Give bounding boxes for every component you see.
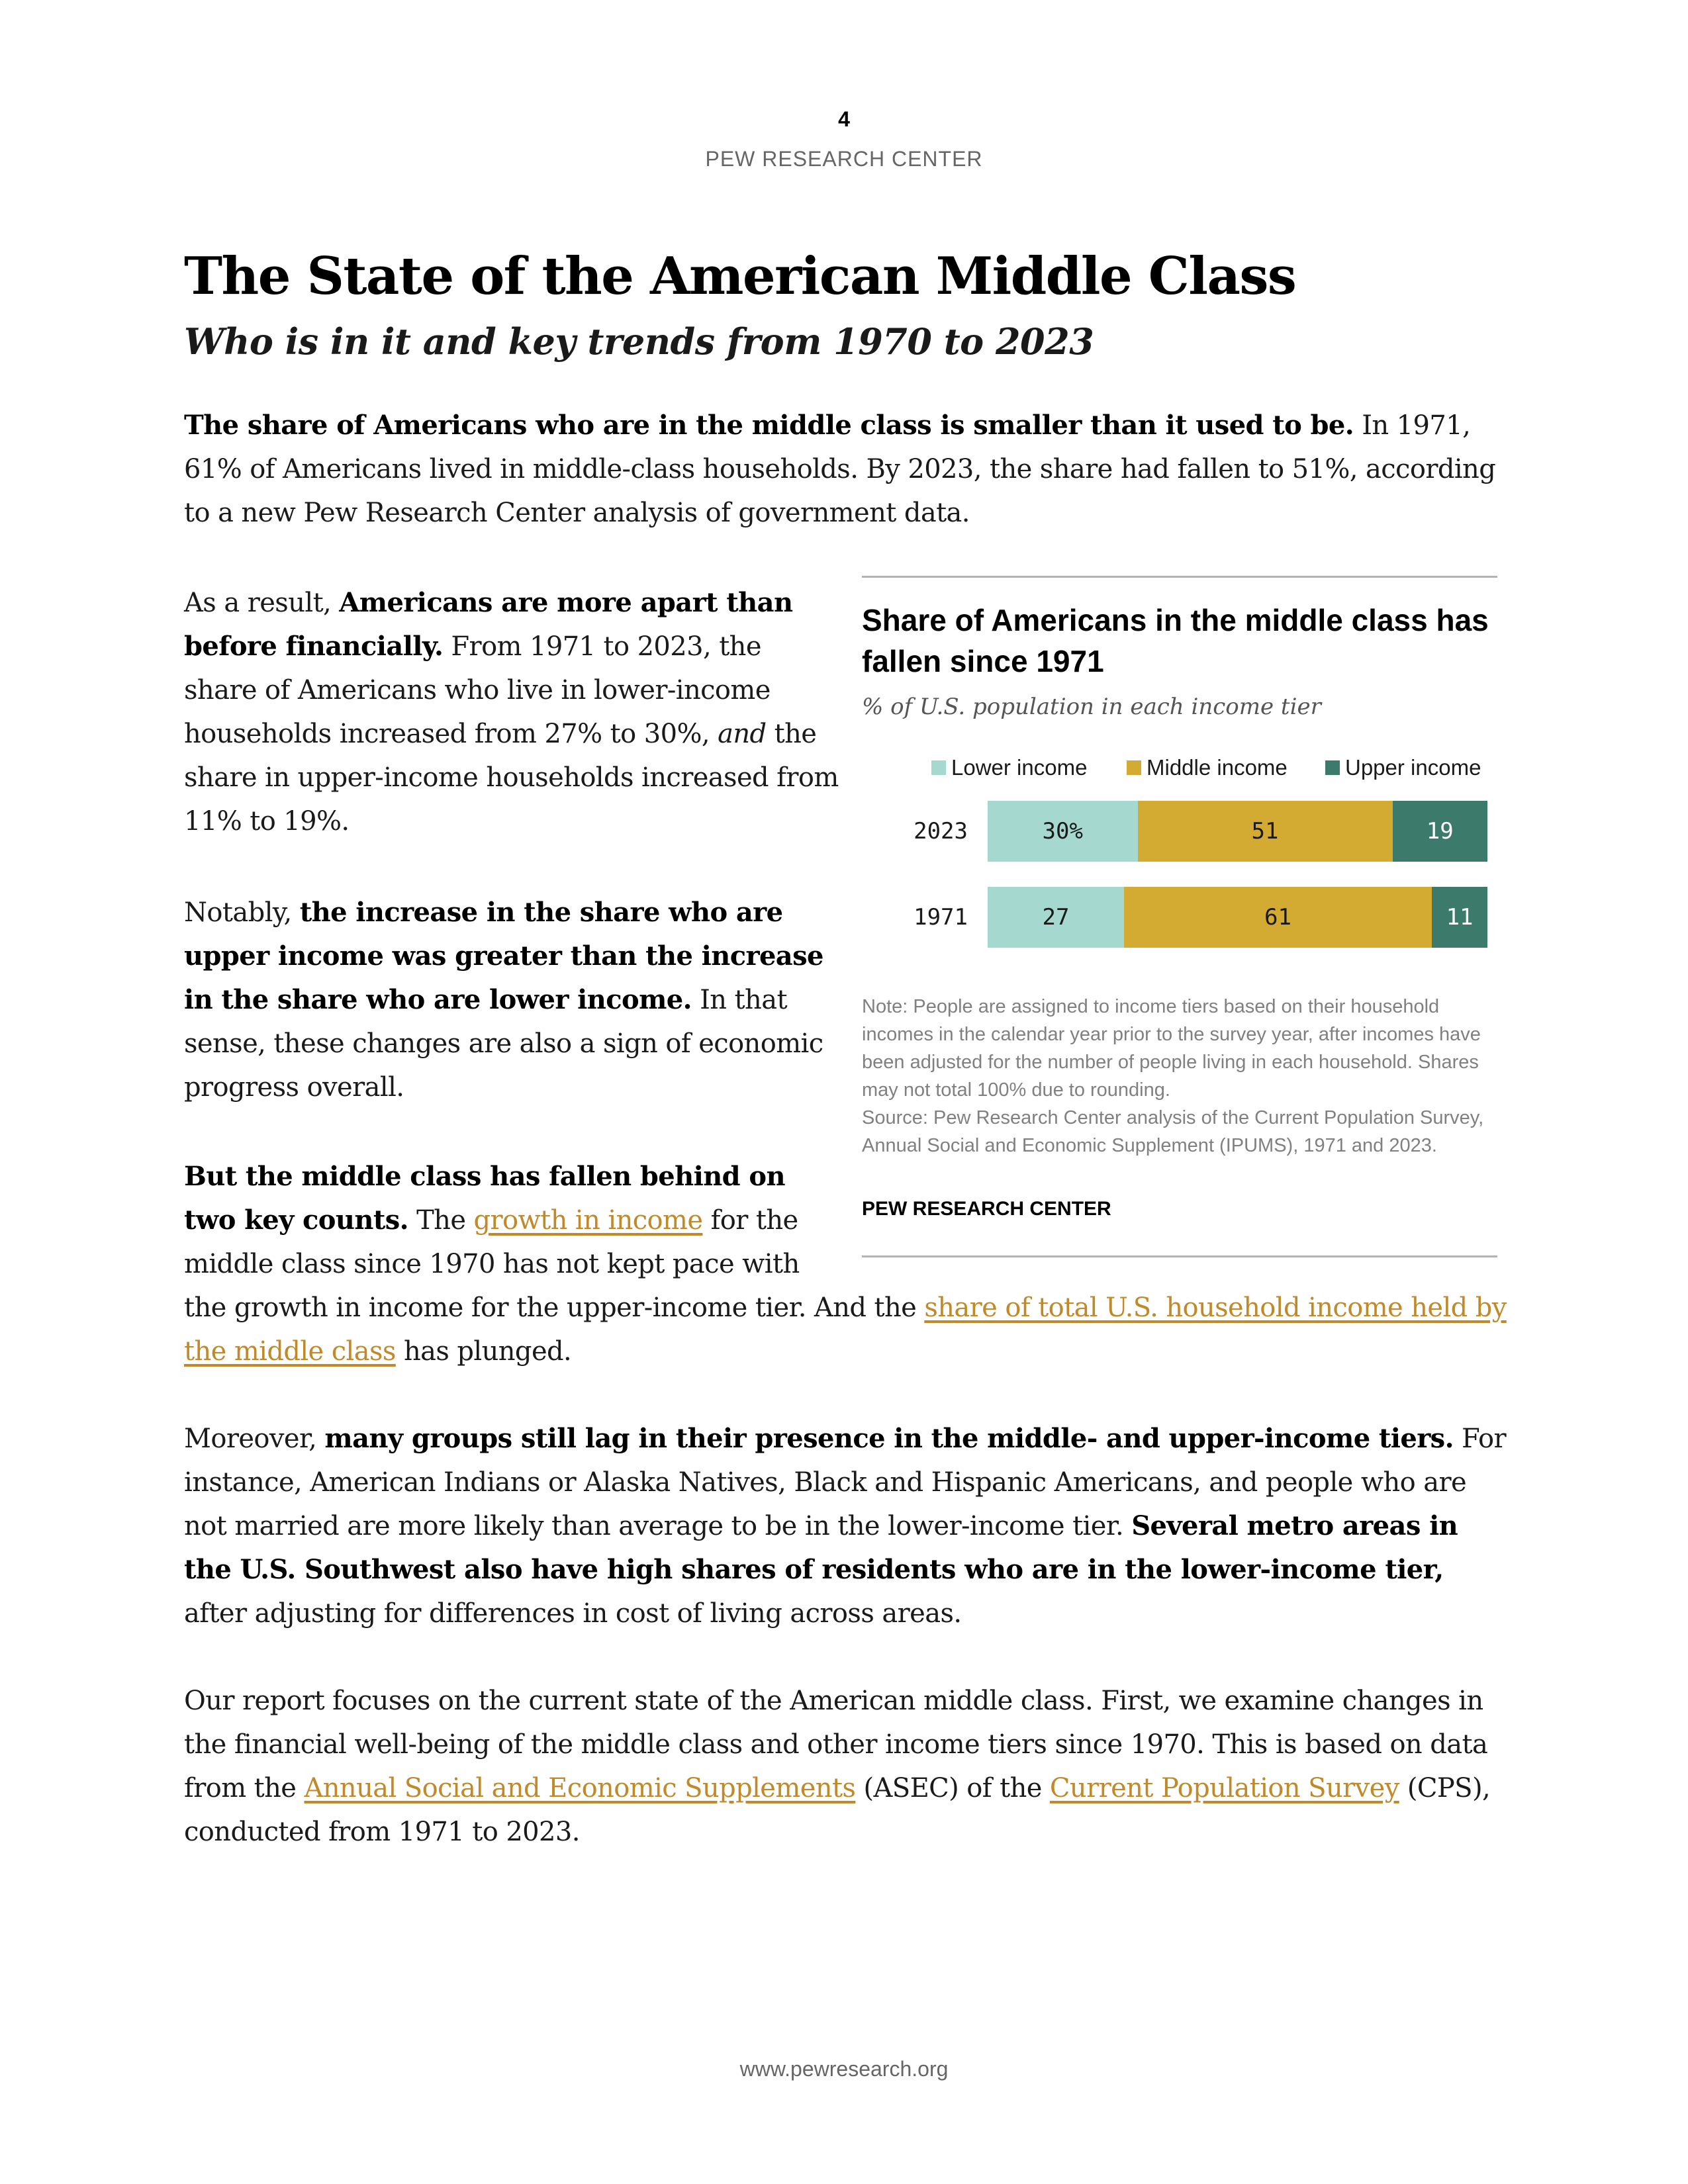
notably-intro: Notably,	[184, 897, 300, 928]
page-title: The State of the American Middle Class	[184, 246, 1297, 306]
legend-label: Lower income	[951, 755, 1088, 780]
bar-segment-1971-middle-income	[1123, 887, 1432, 948]
intro-text: In 1971, 61% of Americans lived in middl…	[184, 410, 1496, 528]
apart-italic: and	[718, 719, 767, 749]
apart-intro: As a result,	[184, 588, 340, 618]
legend-item-lower-income: Lower income	[931, 751, 1087, 784]
report-text-2: (ASEC) of the	[855, 1773, 1050, 1803]
chart-brand: PEW RESEARCH CENTER	[862, 1198, 1111, 1220]
chart-subtitle: % of U.S. population in each income tier	[862, 694, 1321, 720]
paragraph-moreover: Moreover, many groups still lag in their…	[184, 1417, 1508, 1635]
chart-source-text: Source: Pew Research Center analysis of …	[862, 1107, 1484, 1156]
legend-label: Middle income	[1147, 755, 1288, 780]
chart-bars: 2023 30% 51 19 1971 27 61 11	[862, 801, 1497, 979]
legend-swatch	[1127, 760, 1141, 775]
data-label-2023-lower-income: 30%	[1042, 818, 1083, 844]
chart-note: Note: People are assigned to income tier…	[862, 993, 1491, 1160]
paragraph-notably: Notably, the increase in the share who a…	[184, 891, 839, 1109]
apart-bold: Americans are more apart than before fin…	[184, 587, 793, 662]
bar-segment-2023-lower-income	[988, 801, 1138, 862]
year-label-2023: 2023	[914, 818, 968, 844]
cps-link[interactable]: Current Population Survey	[1049, 1773, 1399, 1803]
paragraph-report: Our report focuses on the current state …	[184, 1679, 1508, 1854]
moreover-text-1: For instance, American Indians or Alaska…	[184, 1424, 1507, 1541]
data-label-2023-upper-income: 19	[1426, 818, 1454, 844]
chart-panel: Share of Americans in the middle class h…	[862, 576, 1497, 1257]
intro-bold: The share of Americans who are in the mi…	[184, 410, 1354, 441]
bar-segment-2023-upper-income	[1392, 801, 1487, 862]
header-org: PEW RESEARCH CENTER	[705, 147, 983, 171]
footer-url: www.pewresearch.org	[739, 2057, 949, 2081]
year-label-1971: 1971	[914, 904, 968, 931]
chart-top-rule	[862, 576, 1497, 578]
asec-link[interactable]: Annual Social and Economic Supplements	[304, 1773, 856, 1803]
moreover-bold-1: many groups still lag in their presence …	[324, 1423, 1454, 1454]
chart-note-text: Note: People are assigned to income tier…	[862, 996, 1481, 1101]
share-of-income-link[interactable]: share of total U.S. household income hel…	[184, 1293, 1507, 1367]
moreover-bold-2: Several metro areas in the U.S. Southwes…	[184, 1510, 1458, 1585]
page-subtitle: Who is in it and key trends from 1970 to…	[184, 320, 1094, 363]
chart-legend: Lower income Middle income Upper income	[862, 751, 1497, 784]
bar-segment-1971-lower-income	[988, 887, 1124, 948]
page-number: 4	[838, 107, 850, 131]
paragraph-apart: As a result, Americans are more apart th…	[184, 581, 839, 843]
data-label-1971-middle-income: 61	[1264, 904, 1291, 931]
notably-bold: the increase in the share who are upper …	[184, 897, 823, 1015]
paragraph-intro: The share of Americans who are in the mi…	[184, 404, 1508, 535]
growth-in-income-link[interactable]: growth in income	[473, 1205, 704, 1236]
chart-title: Share of Americans in the middle class h…	[862, 603, 1489, 678]
fallen-bold: But the middle class has fallen behind o…	[184, 1161, 786, 1236]
legend-swatch	[931, 760, 946, 775]
legend-item-upper-income: Upper income	[1325, 751, 1481, 784]
paragraph-fallen-behind: But the middle class has fallen behind o…	[184, 1155, 833, 1286]
chart-bottom-rule	[862, 1255, 1497, 1257]
moreover-intro: Moreover,	[184, 1424, 325, 1454]
moreover-text-2: after adjusting for differences in cost …	[184, 1598, 962, 1629]
data-label-2023-middle-income: 51	[1251, 818, 1279, 844]
legend-swatch	[1325, 760, 1340, 775]
report-text-3: (CPS), conducted from 1971 to 2023.	[184, 1773, 1491, 1847]
apart-text-2: the share in upper-income households inc…	[184, 719, 839, 837]
fallen-text-4: has plunged.	[395, 1336, 572, 1367]
legend-label: Upper income	[1345, 755, 1481, 780]
bar-segment-2023-middle-income	[1137, 801, 1393, 862]
fallen-text-1: The	[408, 1205, 474, 1236]
data-label-1971-upper-income: 11	[1446, 904, 1474, 931]
fallen-text-3: the growth in income for the upper-incom…	[184, 1293, 925, 1323]
data-label-1971-lower-income: 27	[1042, 904, 1070, 931]
report-text-1: Our report focuses on the current state …	[184, 1686, 1488, 1803]
paragraph-fallen-behind-cont: the growth in income for the upper-incom…	[184, 1286, 1508, 1373]
legend-item-middle-income: Middle income	[1127, 751, 1288, 784]
bar-segment-1971-upper-income	[1432, 887, 1487, 948]
fallen-text-2: for the middle class since 1970 has not …	[184, 1205, 800, 1279]
apart-text-1: From 1971 to 2023, the share of American…	[184, 631, 771, 749]
notably-text: In that sense, these changes are also a …	[184, 985, 823, 1103]
